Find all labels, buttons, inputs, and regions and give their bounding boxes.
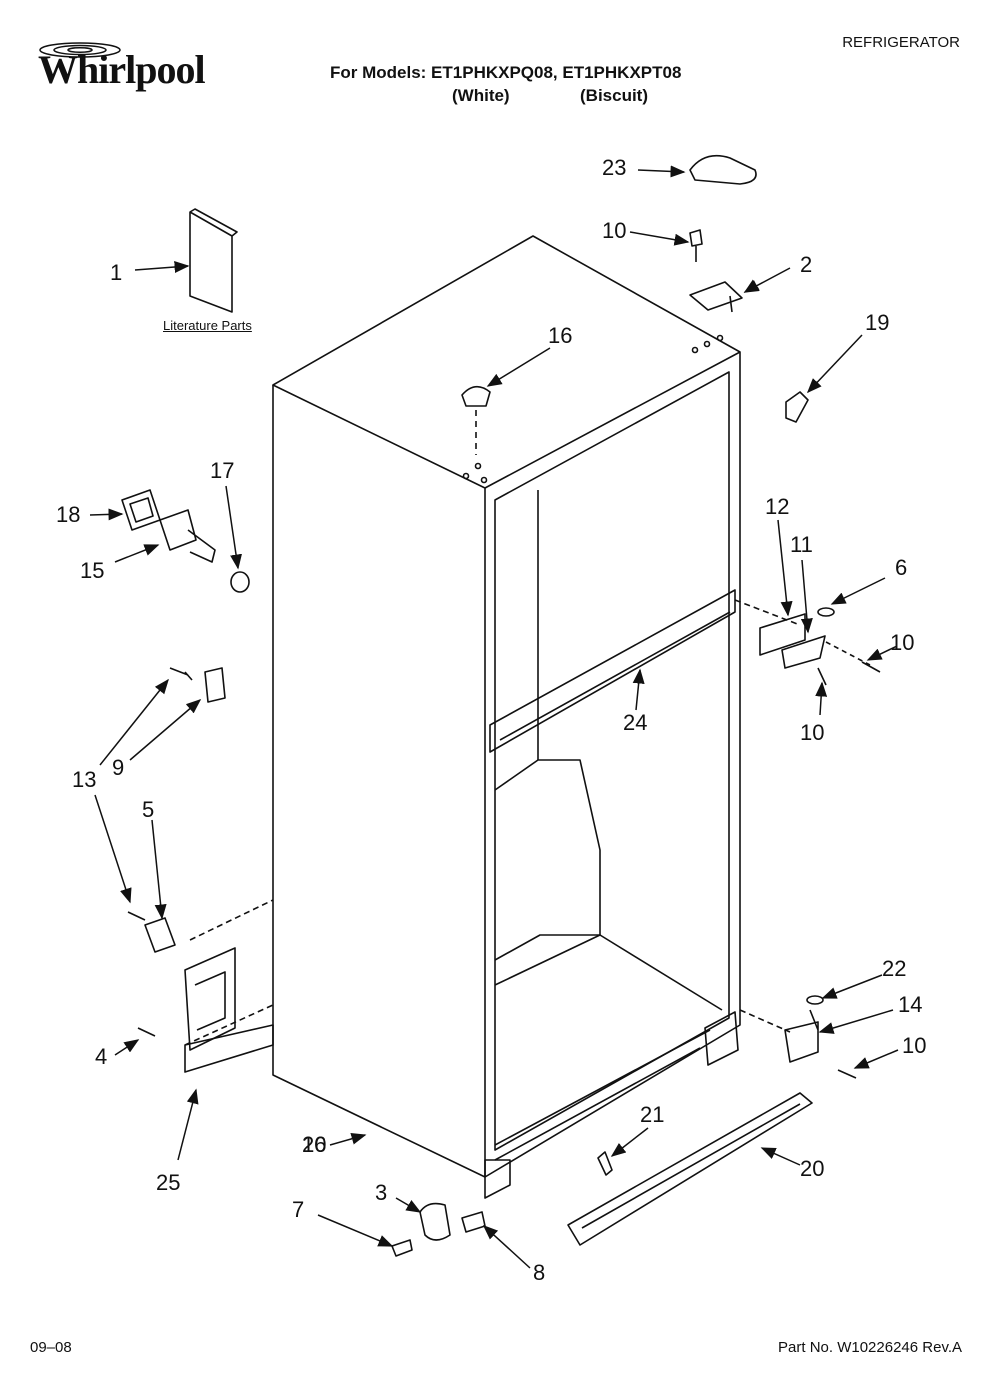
callout-number: 12	[765, 494, 789, 519]
hinge-plate-icon	[184, 947, 236, 1051]
callout-number: 11	[790, 532, 813, 557]
callout-number: 19	[865, 310, 889, 335]
callout-number: 3	[375, 1180, 387, 1205]
hinge-cover-icon	[785, 391, 809, 423]
callout-number: 1	[110, 260, 122, 285]
callout-number: 5	[142, 797, 154, 822]
toe-grille-icon	[567, 1092, 813, 1246]
door-stop-screw-icon	[127, 911, 146, 921]
handle-stud-icon	[159, 509, 216, 563]
variant-biscuit: (Biscuit)	[580, 86, 648, 105]
models-line: For Models: ET1PHKXPQ08, ET1PHKXPT08	[330, 63, 682, 82]
grille-clip-icon	[597, 1151, 613, 1176]
callout-number: 10	[302, 1132, 326, 1157]
handle-bracket-icon	[204, 667, 226, 703]
refrigerator-cabinet-icon	[272, 235, 741, 1199]
bottom-hinge-icon	[784, 1009, 819, 1063]
callout-number: 24	[623, 710, 647, 735]
literature-part-icon	[189, 208, 238, 313]
top-hinge-icon	[689, 281, 743, 313]
shim-icon	[184, 1024, 274, 1073]
variant-white: (White)	[452, 86, 510, 105]
revision-date: 09–08	[30, 1339, 72, 1356]
washer-icon	[817, 607, 835, 617]
whirlpool-swirl-icon	[39, 42, 121, 58]
hinge-pin-screw-icon	[137, 1027, 156, 1037]
callout-number: 20	[800, 1156, 824, 1181]
callout-number: 2	[800, 252, 812, 277]
callout-number: 6	[895, 555, 907, 580]
callout-leaders	[89, 165, 899, 1269]
callout-number: 13	[72, 767, 96, 792]
callout-number: 4	[95, 1044, 107, 1069]
callout-number: 18	[56, 502, 80, 527]
callout-number: 9	[112, 755, 124, 780]
callout-number: 10	[602, 218, 626, 243]
spacer-icon	[230, 571, 250, 593]
callout-number: 7	[292, 1197, 304, 1222]
callout-number: 14	[898, 992, 922, 1017]
hinge-screw-icon	[689, 229, 703, 262]
callout-number: 8	[533, 1260, 545, 1285]
callout-number: 10	[800, 720, 824, 745]
callout-number: 17	[210, 458, 234, 483]
callout-number: 26	[302, 1132, 326, 1157]
bottom-hinge-screw-icon	[837, 1069, 857, 1079]
callout-labels: 1 2 3 4 5 6 7 8 9 10 10 10 10 10 11 12 1…	[56, 155, 926, 1285]
product-category: REFRIGERATOR	[842, 34, 960, 51]
leveling-bracket-icon	[419, 1202, 451, 1241]
callout-number: 21	[640, 1102, 664, 1127]
callout-number: 10	[890, 630, 914, 655]
part-number: Part No. W10226246 Rev.A	[778, 1339, 962, 1356]
handle-screw-icon	[169, 667, 193, 681]
callout-number: 10	[902, 1033, 926, 1058]
callout-number: 16	[548, 323, 572, 348]
leveling-pin-icon	[391, 1239, 413, 1257]
bottom-washer-icon	[806, 995, 824, 1005]
center-hinge-screw-icon	[817, 661, 881, 686]
hinge-cap-icon	[689, 154, 757, 185]
center-hinge-icon	[759, 613, 826, 669]
hole-plug-icon	[461, 385, 491, 407]
callout-number: 23	[602, 155, 626, 180]
callout-number: 25	[156, 1170, 180, 1195]
literature-parts-label: Literature Parts	[163, 318, 252, 333]
door-stop-icon	[144, 917, 176, 953]
handle-trim-icon	[121, 489, 161, 531]
callout-number: 22	[882, 956, 906, 981]
leveling-screw-icon	[461, 1211, 486, 1233]
callout-number: 15	[80, 558, 104, 583]
